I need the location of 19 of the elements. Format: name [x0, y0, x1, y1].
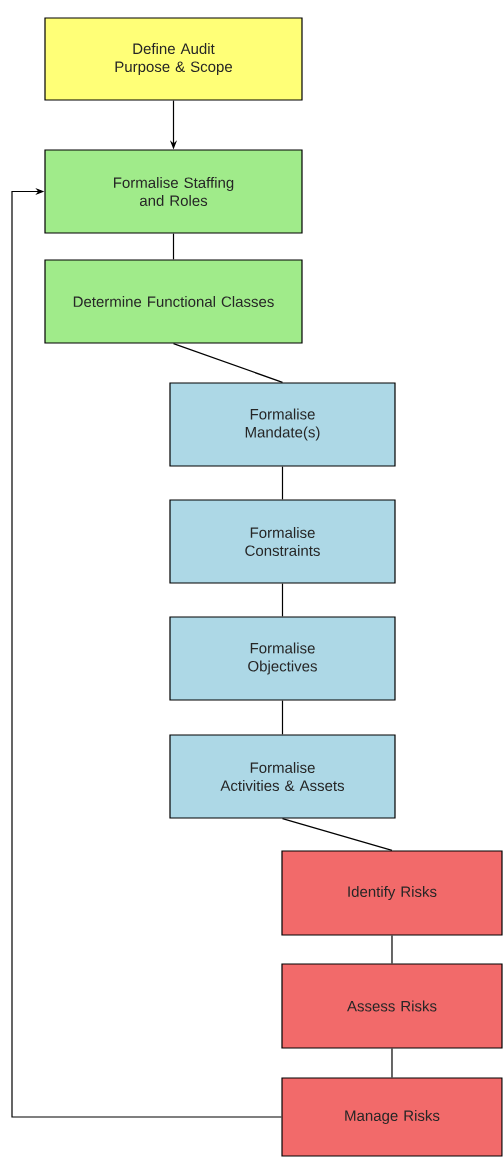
process-box: Formalise Constraints: [169, 499, 396, 584]
process-box: Formalise Staffing and Roles: [44, 149, 303, 234]
process-box: Formalise Activities & Assets: [169, 734, 396, 819]
connector: [391, 935, 393, 964]
process-box: Identify Risks: [281, 850, 503, 936]
process-box: Manage Risks: [281, 1077, 503, 1157]
connector: [281, 700, 284, 735]
connector: [281, 583, 284, 617]
process-box: Define Audit Purpose & Scope: [44, 17, 303, 101]
process-box: Determine Functional Classes: [44, 259, 303, 344]
connector: [391, 1048, 393, 1078]
connector: [172, 233, 175, 260]
process-box: Formalise Mandate(s): [169, 382, 396, 467]
connector: [11, 187, 282, 1118]
connector: [281, 818, 393, 851]
process-box: Formalise Objectives: [169, 616, 396, 701]
process-box: Assess Risks: [281, 963, 503, 1049]
connector: [281, 466, 284, 500]
connector: [172, 343, 284, 383]
